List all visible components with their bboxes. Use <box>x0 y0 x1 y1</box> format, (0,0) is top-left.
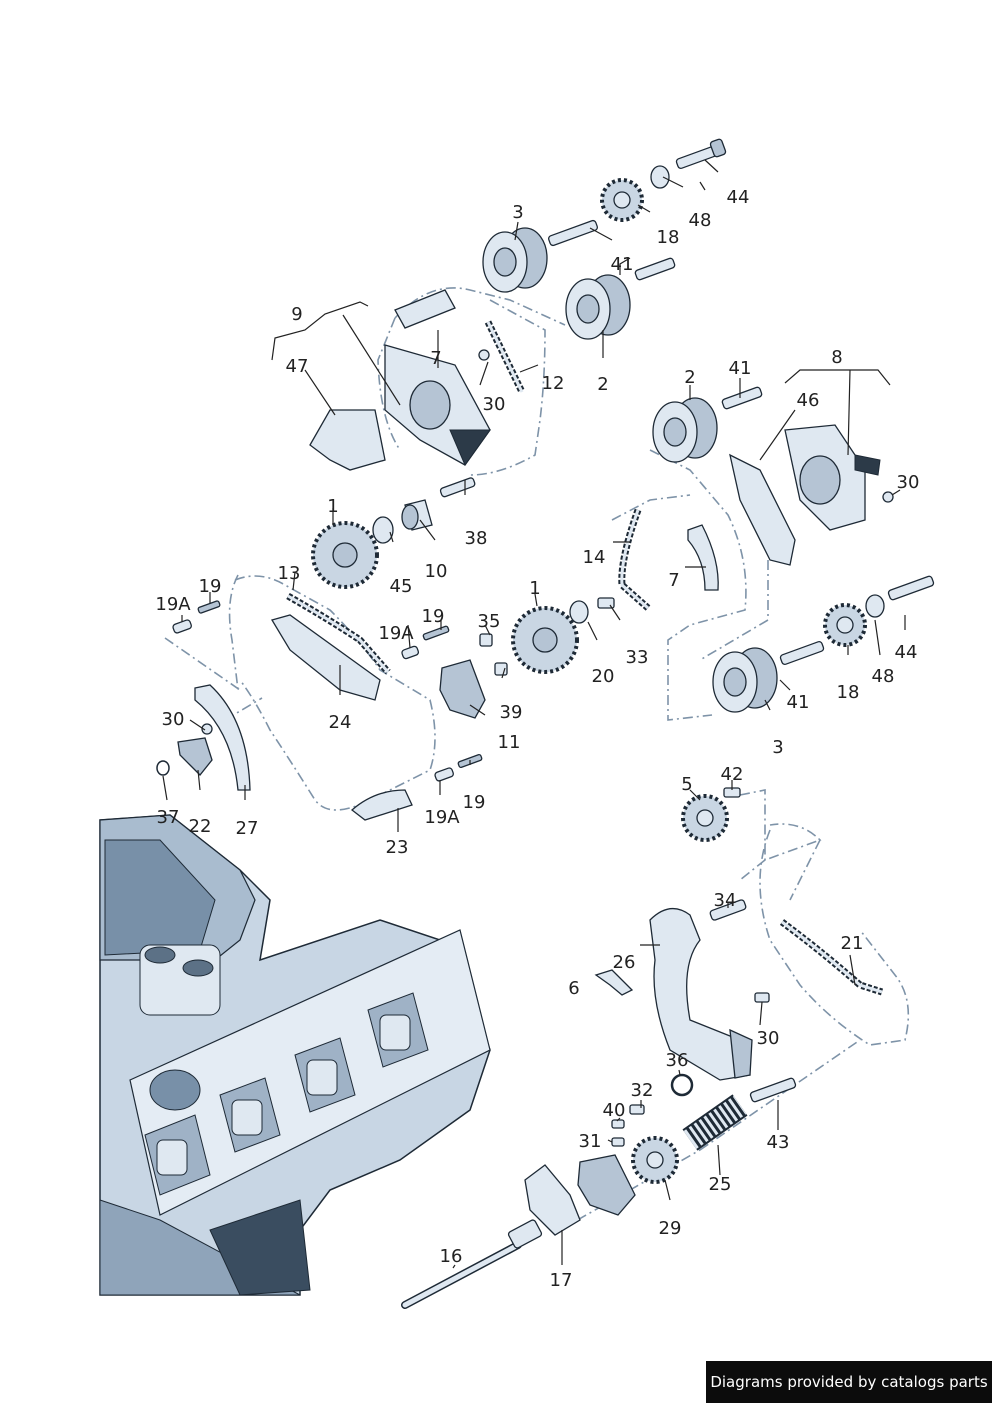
callout-37: 37 <box>157 807 180 828</box>
guide-23-part <box>350 789 413 821</box>
leader-lines <box>162 159 906 1269</box>
callout-11: 11 <box>498 732 521 753</box>
washer-48-top-part <box>650 165 670 189</box>
callout-43: 43 <box>767 1132 790 1153</box>
callout-8: 8 <box>831 347 842 368</box>
callout-1: 1 <box>529 578 540 599</box>
callout-16: 16 <box>440 1246 463 1267</box>
callout-30: 30 <box>483 394 506 415</box>
callout-34: 34 <box>714 890 737 911</box>
callout-3: 3 <box>512 202 523 223</box>
guide-rail-24-part <box>271 614 381 701</box>
callout-3: 3 <box>772 737 783 758</box>
callout-21: 21 <box>841 933 864 954</box>
callout-44: 44 <box>727 187 750 208</box>
callout-13: 13 <box>278 563 301 584</box>
callout-20: 20 <box>592 666 615 687</box>
callout-39: 39 <box>500 702 523 723</box>
callout-48: 48 <box>689 210 712 231</box>
callout-1: 1 <box>327 496 338 517</box>
callout-22: 22 <box>189 816 212 837</box>
callout-44: 44 <box>895 642 918 663</box>
parts <box>156 138 935 1309</box>
callout-2: 2 <box>684 367 695 388</box>
callout-17: 17 <box>550 1270 573 1291</box>
chain-housing-8-part <box>784 424 881 531</box>
callout-46: 46 <box>797 390 820 411</box>
plate-46-part <box>729 453 796 566</box>
callout-12: 12 <box>542 373 565 394</box>
credit-banner: Diagrams provided by catalogs parts <box>706 1361 992 1403</box>
callout-30: 30 <box>897 472 920 493</box>
camshaft-adjuster-2-right-part <box>652 397 718 463</box>
callout-40: 40 <box>603 1100 626 1121</box>
camshaft-adjuster-3-lower-part <box>712 647 778 713</box>
callout-19: 19 <box>199 576 222 597</box>
callout-9: 9 <box>291 304 302 325</box>
callout-41: 41 <box>611 254 634 275</box>
callout-7: 7 <box>430 348 441 369</box>
callout-19: 19 <box>422 606 445 627</box>
callout-6: 6 <box>568 978 579 999</box>
callout-47: 47 <box>286 356 309 377</box>
callout-38: 38 <box>465 528 488 549</box>
callout-41: 41 <box>787 692 810 713</box>
callout-5: 5 <box>681 774 692 795</box>
callout-14: 14 <box>583 547 606 568</box>
callout-19: 19 <box>463 792 486 813</box>
callout-41: 41 <box>729 358 752 379</box>
callout-36: 36 <box>666 1050 689 1071</box>
callout-45: 45 <box>390 576 413 597</box>
callout-32: 32 <box>631 1080 654 1101</box>
tensioner-27-part <box>194 684 251 791</box>
callout-18: 18 <box>657 227 680 248</box>
callout-29: 29 <box>659 1218 682 1239</box>
callout-19A: 19A <box>424 807 460 828</box>
callout-24: 24 <box>329 712 352 733</box>
callout-18: 18 <box>837 682 860 703</box>
callout-27: 27 <box>236 818 259 839</box>
callout-30: 30 <box>757 1028 780 1049</box>
cover-plate-11-part <box>439 659 486 719</box>
plate-47-part <box>309 409 386 471</box>
camshaft-adjuster-2-top-part <box>565 274 631 340</box>
callout-19A: 19A <box>155 594 191 615</box>
callout-42: 42 <box>721 764 744 785</box>
callout-23: 23 <box>386 837 409 858</box>
pump-17-part <box>524 1164 581 1236</box>
chain-housing-9-part <box>384 344 491 467</box>
cylinder-head-illustration <box>99 814 491 1296</box>
camshaft-adjuster-3-top-part <box>482 227 548 293</box>
tensioner-26-part <box>649 908 751 1081</box>
bolt-44-top-part <box>675 138 727 170</box>
callout-35: 35 <box>478 611 501 632</box>
callout-25: 25 <box>709 1174 732 1195</box>
callout-48: 48 <box>872 666 895 687</box>
callout-26: 26 <box>613 952 636 973</box>
shaft-16-part <box>401 1219 543 1309</box>
callout-10: 10 <box>425 561 448 582</box>
callout-30: 30 <box>162 709 185 730</box>
callout-33: 33 <box>626 647 649 668</box>
callout-31: 31 <box>579 1131 602 1152</box>
callout-7: 7 <box>668 570 679 591</box>
callout-19A: 19A <box>378 623 414 644</box>
spring-25-part <box>682 1094 748 1151</box>
callout-2: 2 <box>597 374 608 395</box>
callout-labels: 44 48 18 3 41 2 9 47 7 12 30 2 41 8 46 3… <box>155 187 919 1291</box>
